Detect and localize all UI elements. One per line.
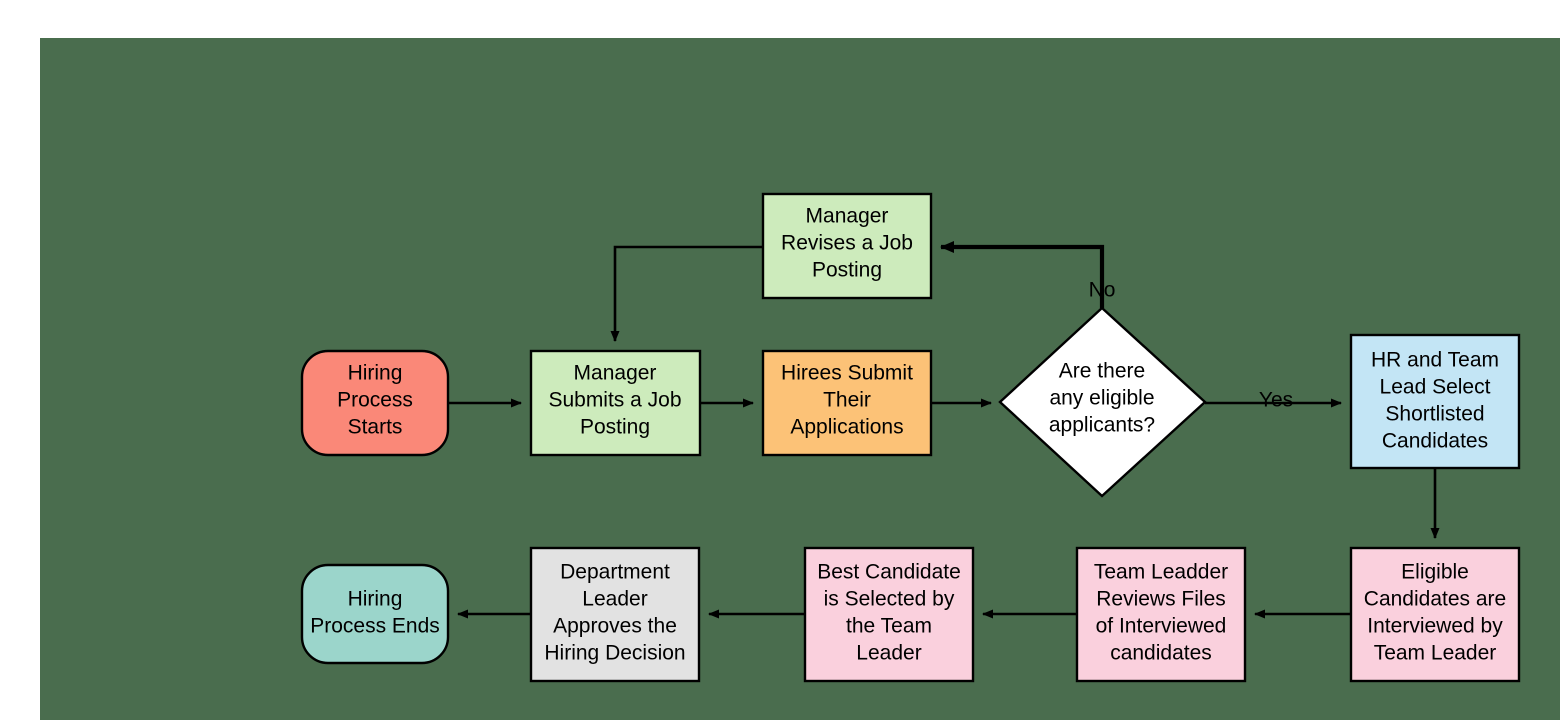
eligible-decision-label-line-2: applicants?	[1049, 414, 1155, 437]
eligible-decision-shape	[998, 306, 1207, 498]
revise-posting-label-line-2: Posting	[812, 259, 882, 282]
review-files-label-line-0: Team Leadder	[1094, 561, 1228, 584]
node-best-candidate[interactable]: Best Candidate is Selected by the Team L…	[803, 546, 975, 683]
edge-label-yes: Yes	[1259, 389, 1293, 412]
interview-label-line-0: Eligible	[1401, 561, 1469, 584]
node-start[interactable]: Hiring Process Starts	[300, 349, 450, 457]
revise-posting-label-line-0: Manager	[806, 205, 889, 228]
approve-label-line-3: Hiring Decision	[544, 642, 685, 665]
start-label-line-2: Starts	[348, 416, 403, 439]
review-files-label-line-1: Reviews Files	[1096, 588, 1226, 611]
approve-shape	[529, 546, 701, 683]
eligible-decision-label-line-1: any eligible	[1049, 387, 1154, 410]
approve-label-line-1: Leader	[582, 588, 647, 611]
review-files-label-line-3: candidates	[1110, 642, 1212, 665]
submit-posting-label-line-0: Manager	[574, 362, 657, 385]
shortlist-shape	[1349, 333, 1521, 470]
edge-labels-layer: No Yes	[1089, 279, 1294, 412]
best-candidate-label-line-0: Best Candidate	[817, 561, 961, 584]
interview-shape	[1349, 546, 1521, 683]
applications-label-line-1: Their	[823, 389, 871, 412]
node-shortlist[interactable]: HR and Team Lead Select Shortlisted Cand…	[1349, 333, 1521, 470]
shortlist-label-line-0: HR and Team	[1371, 349, 1499, 372]
node-revise-posting[interactable]: Manager Revises a Job Posting	[761, 192, 933, 300]
applications-label-line-0: Hirees Submit	[781, 362, 913, 385]
submit-posting-label-line-1: Submits a Job	[548, 389, 681, 412]
node-approve[interactable]: Department Leader Approves the Hiring De…	[529, 546, 701, 683]
end-label-line-1: Process Ends	[310, 615, 440, 638]
applications-shape	[761, 349, 933, 457]
interview-label-line-3: Team Leader	[1374, 642, 1497, 665]
interview-label-line-1: Candidates are	[1364, 588, 1506, 611]
shortlist-label-line-3: Candidates	[1382, 430, 1488, 453]
node-interview[interactable]: Eligible Candidates are Interviewed by T…	[1349, 546, 1521, 683]
node-applications[interactable]: Hirees Submit Their Applications	[761, 349, 933, 457]
submit-posting-label-line-2: Posting	[580, 416, 650, 439]
best-candidate-label-line-2: the Team	[846, 615, 932, 638]
shortlist-label-line-2: Shortlisted	[1385, 403, 1484, 426]
node-end[interactable]: Hiring Process Ends	[300, 563, 450, 665]
end-label-line-0: Hiring	[348, 588, 403, 611]
approve-label-line-2: Approves the	[553, 615, 677, 638]
edge-decision-no-to-revise	[940, 241, 1105, 308]
edge-revise-to-submit	[610, 245, 763, 342]
node-review-files[interactable]: Team Leadder Reviews Files of Interviewe…	[1075, 546, 1247, 683]
start-terminator-shape	[300, 349, 450, 457]
node-eligible-decision[interactable]: Are there any eligible applicants?	[998, 306, 1207, 498]
applications-label-line-2: Applications	[790, 416, 903, 439]
node-submit-posting[interactable]: Manager Submits a Job Posting	[529, 349, 702, 457]
edges-layer	[448, 241, 1440, 619]
approve-label-line-0: Department	[560, 561, 670, 584]
end-terminator-shape	[300, 563, 450, 665]
best-candidate-shape	[803, 546, 975, 683]
shortlist-label-line-1: Lead Select	[1380, 376, 1491, 399]
interview-label-line-2: Interviewed by	[1367, 615, 1503, 638]
eligible-decision-label-line-0: Are there	[1059, 360, 1145, 383]
submit-posting-shape	[529, 349, 702, 457]
best-candidate-label-line-3: Leader	[856, 642, 921, 665]
revise-posting-label-line-1: Revises a Job	[781, 232, 913, 255]
start-label-line-0: Hiring	[348, 362, 403, 385]
start-label-line-1: Process	[337, 389, 413, 412]
revise-posting-shape	[761, 192, 933, 300]
edge-label-no: No	[1089, 279, 1116, 302]
review-files-shape	[1075, 546, 1247, 683]
best-candidate-label-line-1: is Selected by	[824, 588, 955, 611]
review-files-label-line-2: of Interviewed	[1096, 615, 1227, 638]
